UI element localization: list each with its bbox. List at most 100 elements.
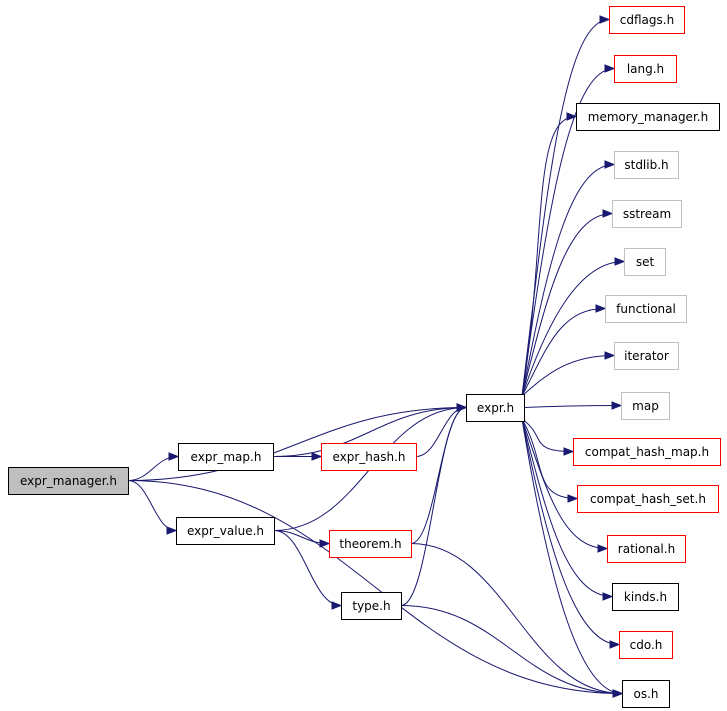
node-box[interactable] [576, 103, 720, 131]
node-box[interactable] [612, 583, 679, 611]
edge-expr_hash_h-to-expr_h [415, 407, 467, 457]
node-compat-hash-map-h[interactable]: compat_hash_map.h [573, 438, 721, 466]
node-box[interactable] [622, 680, 670, 708]
node-expr-manager-h[interactable]: expr_manager.h [8, 467, 129, 495]
edge-expr_h-to-sstream [521, 213, 613, 397]
node-box[interactable] [614, 342, 679, 370]
node-type-h[interactable]: type.h [341, 592, 402, 620]
node-box[interactable] [619, 631, 673, 659]
edge-expr_h-to-os_h [521, 418, 623, 694]
node-box[interactable] [466, 394, 525, 422]
arrowhead-expr_h-to-kinds_h [602, 592, 614, 601]
edge-expr_manager_h-to-expr_map_h [127, 456, 179, 481]
arrowhead-expr_value_h-to-theorem_h [319, 539, 331, 548]
node-expr-map-h[interactable]: expr_map.h [178, 443, 274, 471]
node-expr-h[interactable]: expr.h [466, 394, 525, 422]
node-functional[interactable]: functional [605, 295, 687, 323]
node-label: type.h [352, 599, 390, 613]
node-box[interactable] [607, 535, 686, 563]
node-box[interactable] [341, 592, 402, 620]
node-set[interactable]: set [624, 248, 666, 276]
node-label: compat_hash_map.h [585, 445, 709, 459]
arrowhead-expr_value_h-to-type_h [331, 601, 343, 610]
node-label: set [636, 255, 655, 269]
node-sstream[interactable]: sstream [612, 200, 682, 228]
edge-expr_h-to-kinds_h [521, 418, 613, 597]
edge-expr_h-to-cdo_h [521, 418, 620, 645]
node-box[interactable] [329, 530, 412, 558]
node-label: functional [616, 302, 676, 316]
arrowhead-expr_h-to-memory_manager_h [566, 112, 578, 121]
edge-type_h-to-expr_h [400, 407, 467, 606]
node-label: map [632, 399, 659, 413]
node-label: compat_hash_set.h [590, 492, 706, 506]
arrowhead-expr_h-to-cdflags_h [599, 15, 611, 24]
edge-expr_h-to-stdlib_h [521, 164, 615, 397]
node-cdflags-h[interactable]: cdflags.h [609, 6, 685, 34]
node-box[interactable] [178, 443, 274, 471]
node-box[interactable] [321, 443, 417, 471]
edge-expr_h-to-compat_hash_map_h [521, 418, 574, 452]
arrowhead-expr_h-to-map [611, 401, 623, 410]
node-label: os.h [633, 687, 658, 701]
node-lang-h[interactable]: lang.h [614, 55, 677, 83]
arrowhead-expr_h-to-iterator [604, 351, 616, 360]
edge-expr_h-to-cdflags_h [521, 19, 610, 397]
node-expr-hash-h[interactable]: expr_hash.h [321, 443, 417, 471]
node-cdo-h[interactable]: cdo.h [619, 631, 673, 659]
node-box[interactable] [605, 295, 687, 323]
arrowhead-type_h-to-expr_h [456, 403, 468, 412]
node-map[interactable]: map [621, 392, 670, 420]
edge-expr_h-to-iterator [521, 355, 615, 397]
node-box[interactable] [577, 485, 719, 513]
node-label: expr_map.h [191, 450, 262, 464]
node-label: iterator [624, 349, 669, 363]
node-iterator[interactable]: iterator [614, 342, 679, 370]
arrowhead-expr_h-to-sstream [602, 209, 614, 218]
edge-expr_h-to-set [521, 261, 625, 397]
node-label: expr.h [477, 401, 514, 415]
node-box[interactable] [624, 248, 666, 276]
node-box[interactable] [614, 55, 677, 83]
node-box[interactable] [614, 151, 679, 179]
node-label: kinds.h [624, 590, 667, 604]
edge-expr_h-to-rational_h [521, 418, 608, 549]
node-label: expr_manager.h [20, 474, 117, 488]
edge-theorem_h-to-expr_h [410, 407, 467, 544]
edge-expr_h-to-lang_h [521, 68, 615, 397]
node-memory-manager-h[interactable]: memory_manager.h [576, 103, 720, 131]
edge-expr_h-to-memory_manager_h [521, 116, 577, 397]
edge-layer [127, 15, 626, 698]
node-box[interactable] [573, 438, 721, 466]
arrowhead-expr_h-to-rational_h [597, 544, 609, 553]
node-box[interactable] [621, 392, 670, 420]
node-stdlib-h[interactable]: stdlib.h [614, 151, 679, 179]
edge-expr_map_h-to-expr_h [272, 407, 467, 457]
node-box[interactable] [8, 467, 129, 495]
arrowhead-expr_h-to-compat_hash_set_h [567, 494, 579, 503]
arrowhead-expr_h-to-lang_h [604, 64, 616, 73]
node-expr-value-h[interactable]: expr_value.h [176, 517, 275, 545]
node-box[interactable] [612, 200, 682, 228]
edge-expr_h-to-map [523, 405, 622, 408]
node-box[interactable] [176, 517, 275, 545]
node-label: memory_manager.h [588, 110, 708, 124]
arrowhead-expr_h-to-os_h [612, 689, 624, 698]
arrowhead-expr_h-to-set [614, 257, 626, 266]
edge-type_h-to-os_h [400, 605, 623, 694]
node-rational-h[interactable]: rational.h [607, 535, 686, 563]
arrowhead-expr_manager_h-to-expr_value_h [166, 526, 178, 535]
node-os-h[interactable]: os.h [622, 680, 670, 708]
node-label: expr_hash.h [332, 450, 405, 464]
node-box[interactable] [609, 6, 685, 34]
node-compat-hash-set-h[interactable]: compat_hash_set.h [577, 485, 719, 513]
node-label: expr_value.h [187, 524, 264, 538]
node-kinds-h[interactable]: kinds.h [612, 583, 679, 611]
arrowhead-expr_map_h-to-expr_hash_h [311, 452, 323, 461]
node-label: sstream [623, 207, 671, 221]
node-label: rational.h [618, 542, 675, 556]
node-label: cdflags.h [620, 13, 674, 27]
node-theorem-h[interactable]: theorem.h [329, 530, 412, 558]
edge-expr_h-to-functional [521, 308, 606, 397]
arrowhead-expr_h-to-cdo_h [609, 640, 621, 649]
